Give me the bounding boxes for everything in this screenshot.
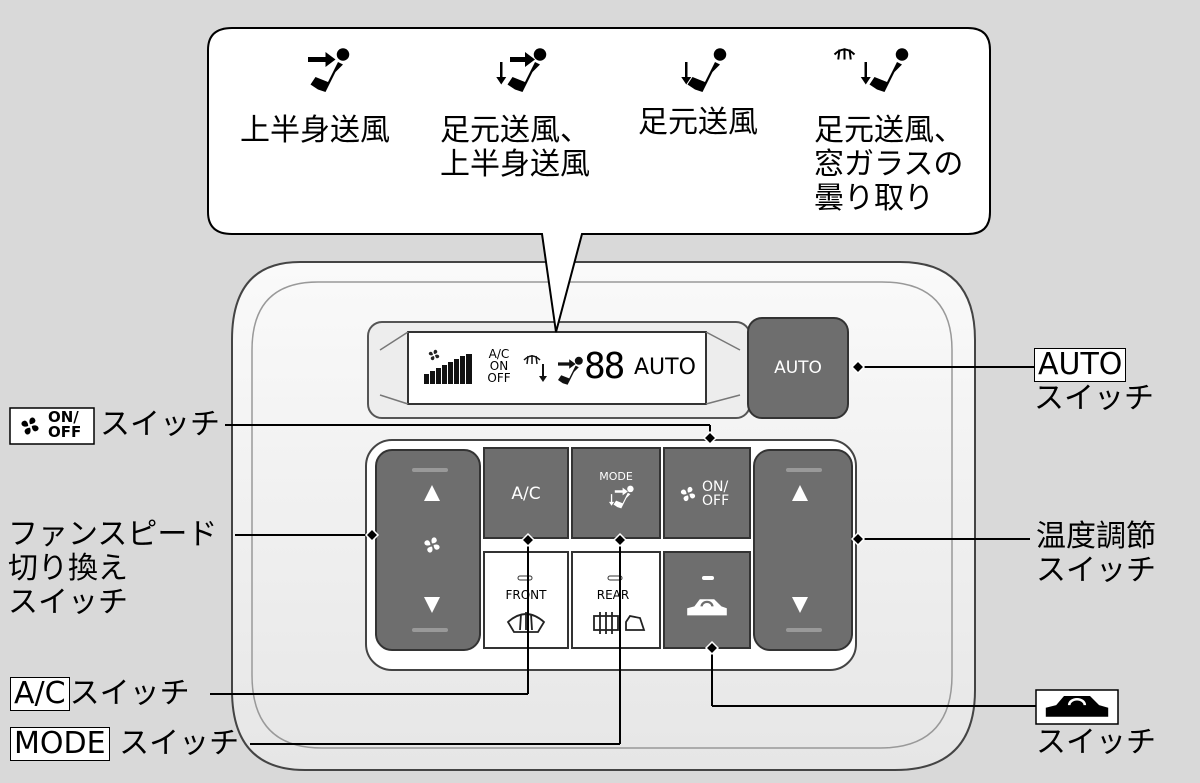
mode-label-floor-defrost: 足元送風、窓ガラスの曇り取り [814,113,964,216]
temperature-switch[interactable] [754,450,852,650]
floor-and-defrost-airflow-icon [833,48,909,92]
rear-defrost-button[interactable]: REAR [596,588,630,602]
front-defrost-icon [506,612,546,633]
fan-speed-up-icon [424,485,440,501]
mode-label-upper-body: 上半身送風 [240,113,390,148]
temp-down-icon [792,597,808,613]
mode-button-icon [608,485,634,509]
recirculation-label-icon [1035,689,1119,725]
mode-switch-label: MODE スイッチ [10,727,239,761]
front-defrost-button[interactable]: FRONT [505,588,547,602]
upper-body-airflow-icon [308,48,350,92]
rear-defrost-icon [593,612,646,634]
lcd-auto: AUTO [634,355,696,380]
seat-airflow-lcd-icon [558,356,583,385]
mode-label-floor: 足元送風 [638,105,758,140]
floor-airflow-icon [681,48,727,92]
fan-onoff-button[interactable]: ON/OFF [702,479,730,509]
recirculation-icon [687,599,727,616]
fan-speed-label: ファンスピード切り換えスイッチ [8,517,218,620]
mode-button[interactable]: MODE [599,470,633,483]
auto-button[interactable]: AUTO [774,358,822,378]
fan-onoff-label-text: ON/OFF [48,408,82,441]
fan-speed-switch[interactable] [376,450,480,650]
lcd-temperature: 88 [584,346,625,387]
leader-lines [210,366,1036,745]
fan-speed-down-icon [424,597,440,613]
floor-airflow-lcd-icon [539,364,547,382]
fan-level-bars-icon [424,354,472,384]
fan-onoff-switch-label: スイッチ [100,407,220,442]
callout-bubble [207,27,991,333]
mode-label-floor-upper: 足元送風、上半身送風 [440,113,590,182]
ac-button[interactable]: A/C [511,484,541,504]
recirculation-button[interactable] [664,552,750,648]
temperature-switch-label: 温度調節スイッチ [1036,519,1156,588]
defrost-lcd-icon [523,355,541,365]
floor-and-upper-body-airflow-icon [496,48,547,92]
temp-up-icon [792,485,808,501]
fan-onoff-label-box [9,407,95,445]
recirculation-switch-label: スイッチ [1036,725,1156,760]
leader-dots [364,359,866,656]
